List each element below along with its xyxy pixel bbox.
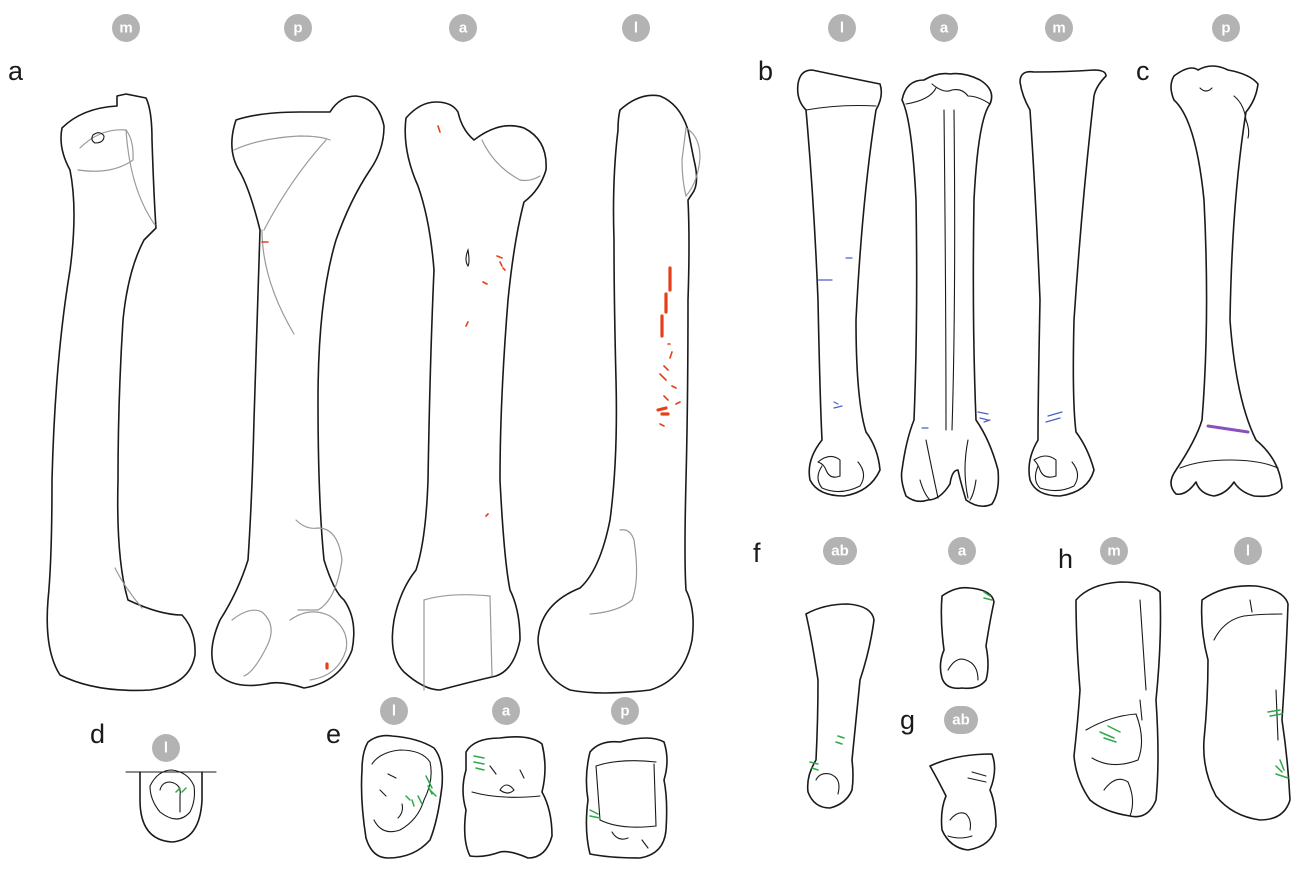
panel-label-d: d (90, 719, 105, 749)
svg-text:l: l (164, 740, 168, 757)
svg-text:ab: ab (831, 543, 849, 560)
panel-label-a: a (8, 56, 24, 86)
metapodial-lateral-view (798, 70, 882, 496)
femur-lateral-view (538, 95, 700, 693)
svg-text:a: a (502, 703, 511, 720)
metapodial-anterior-view (902, 74, 999, 507)
svg-text:l: l (392, 703, 396, 720)
panel-label-c: c (1136, 56, 1150, 86)
view-badge-h-2: l (1234, 537, 1262, 565)
view-badge-b-3: m (1045, 14, 1073, 42)
view-badge-d-1: l (152, 734, 180, 762)
sesamoid-abaxial-view (930, 754, 996, 850)
svg-text:a: a (940, 20, 949, 37)
view-badge-e-1: l (380, 697, 408, 725)
view-badge-a-4: l (622, 14, 650, 42)
svg-text:l: l (634, 20, 638, 37)
svg-text:l: l (1246, 543, 1250, 560)
view-badge-g-1: ab (944, 706, 978, 734)
view-badge-f-2: a (948, 537, 976, 565)
astragalus-lateral-view (362, 736, 443, 858)
panel-label-e: e (326, 719, 341, 749)
phalanx-anterior-view (940, 588, 994, 689)
astragalus-anterior-view (463, 737, 552, 858)
svg-text:a: a (459, 20, 468, 37)
svg-text:p: p (620, 703, 629, 720)
panel-label-f: f (753, 538, 761, 568)
femur-anterior-view (392, 102, 546, 690)
view-badge-a-1: m (112, 14, 140, 42)
view-badge-a-3: a (449, 14, 477, 42)
svg-text:m: m (119, 20, 132, 37)
panel-label-h: h (1058, 544, 1073, 574)
metapodial-posterior-view (1171, 66, 1282, 496)
condyle-lateral-view (126, 770, 216, 842)
svg-text:m: m (1052, 20, 1065, 37)
svg-text:ab: ab (952, 712, 970, 729)
femur-medial-view (47, 94, 195, 690)
svg-text:l: l (840, 20, 844, 37)
panel-label-b: b (758, 56, 773, 86)
metapodial-medial-view (1020, 70, 1106, 496)
view-badge-h-1: m (1100, 537, 1128, 565)
view-badge-b-1: l (828, 14, 856, 42)
panel-label-g: g (900, 705, 915, 735)
view-badge-e-2: a (492, 697, 520, 725)
view-badge-f-1: ab (823, 537, 857, 565)
view-badge-e-3: p (611, 697, 639, 725)
view-badge-a-2: p (284, 14, 312, 42)
svg-text:p: p (293, 20, 302, 37)
view-badge-b-2: a (930, 14, 958, 42)
phalanx-abaxial-view (806, 604, 874, 808)
svg-text:p: p (1221, 20, 1230, 37)
svg-text:m: m (1107, 543, 1120, 560)
femur-posterior-view (212, 96, 384, 688)
calcaneus-medial-view (1074, 582, 1161, 817)
calcaneus-lateral-view (1202, 586, 1290, 820)
astragalus-posterior-view (586, 738, 667, 858)
view-badge-c-1: p (1212, 14, 1240, 42)
svg-text:a: a (958, 543, 967, 560)
